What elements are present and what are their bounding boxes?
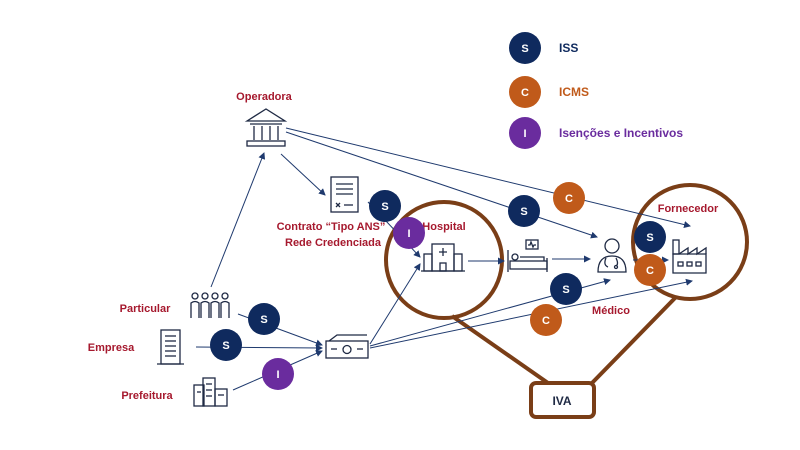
svg-text:I: I (407, 228, 410, 240)
legend-circle-icms (509, 76, 541, 108)
svg-text:S: S (520, 206, 527, 218)
office-building-icon (157, 329, 184, 365)
legend-label-icms: ICMS (559, 85, 589, 99)
prefeitura-label: Prefeitura (121, 390, 173, 402)
badge-icms: C (553, 182, 585, 214)
svg-text:I: I (523, 128, 526, 140)
svg-text:C: C (646, 265, 654, 277)
legend-label-incentivos: Isenções e Incentivos (559, 126, 683, 140)
iva-connector-right (590, 295, 678, 385)
badge-icms: C (530, 304, 562, 336)
svg-text:S: S (521, 43, 528, 55)
contrato-label-line2: Rede Credenciada (285, 237, 382, 249)
badge-icms: C (634, 254, 666, 286)
medico-label: Médico (592, 305, 630, 317)
flow-arrows (195, 127, 693, 391)
contrato-label-line1: Contrato “Tipo ANS” (277, 221, 386, 233)
iva-label: IVA (552, 394, 571, 408)
svg-text:C: C (521, 87, 529, 99)
iva-circle-fornecedor (631, 183, 749, 301)
svg-text:S: S (381, 201, 388, 213)
iva-highlight: IVA (384, 183, 749, 419)
empresa-label: Empresa (88, 342, 135, 354)
people-icon (190, 292, 230, 318)
factory-icon (672, 239, 707, 274)
badge-iss: S (210, 329, 242, 361)
badge-iss: S (550, 273, 582, 305)
legend: S ISS C ICMS I Isenções e Incentivos (509, 32, 683, 149)
badge-iss: S (634, 221, 666, 253)
badge-iss: S (248, 303, 280, 335)
iva-box (529, 381, 596, 419)
badge-incentivos: I (393, 217, 425, 249)
city-buildings-icon (193, 377, 228, 407)
hospital-label: Hospital (422, 221, 465, 233)
svg-text:C: C (542, 315, 550, 327)
svg-text:C: C (565, 193, 573, 205)
svg-text:I: I (276, 369, 279, 381)
contract-icon (330, 176, 359, 213)
legend-circle-incentivos (509, 117, 541, 149)
operadora-label: Operadora (236, 91, 293, 103)
hospital-bed-icon (507, 239, 548, 272)
svg-text:S: S (222, 340, 229, 352)
legend-label-iss: ISS (559, 41, 578, 55)
doctor-icon (597, 238, 627, 273)
legend-circle-iss (509, 32, 541, 64)
hospital-icon (421, 243, 465, 272)
legend-item-iss: S ISS (509, 32, 578, 64)
badge-iss: S (369, 190, 401, 222)
svg-text:S: S (562, 284, 569, 296)
svg-text:S: S (646, 232, 653, 244)
badge-iss: S (508, 195, 540, 227)
bank-icon (244, 108, 288, 147)
legend-item-incentivos: I Isenções e Incentivos (509, 117, 683, 149)
money-icon (325, 334, 369, 359)
svg-text:S: S (260, 314, 267, 326)
fornecedor-label: Fornecedor (658, 203, 719, 215)
particular-label: Particular (120, 303, 171, 315)
badge-incentivos: I (262, 358, 294, 390)
legend-item-icms: C ICMS (509, 76, 589, 108)
